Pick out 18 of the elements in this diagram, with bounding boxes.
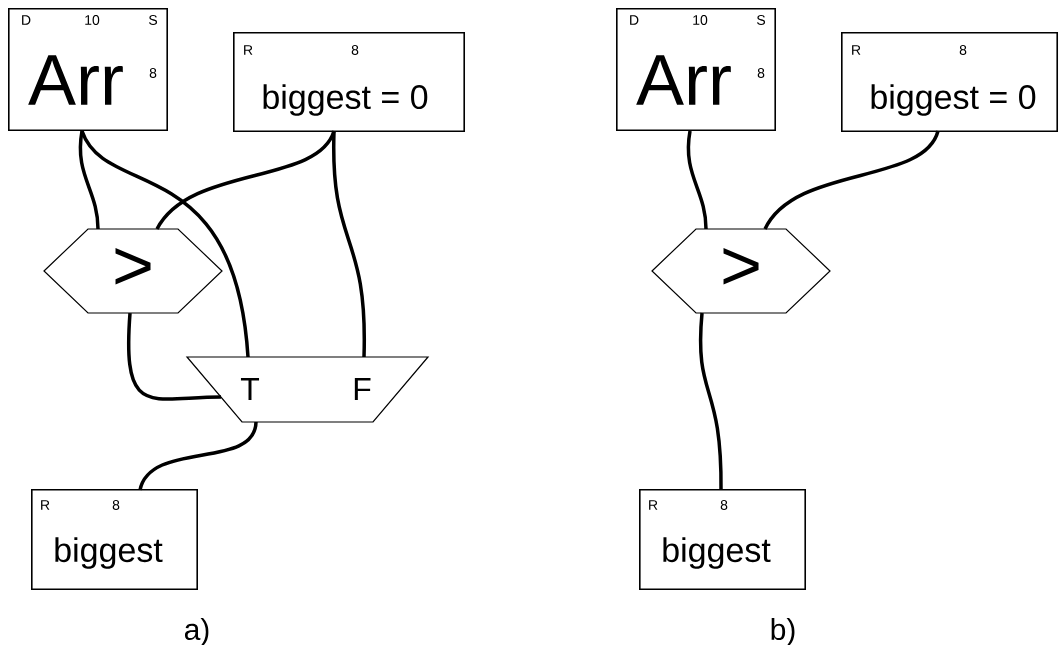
connector-line	[763, 130, 940, 230]
variable-box: D 10 S Arr 8	[616, 8, 776, 131]
connector-line	[80, 130, 250, 358]
connector-line	[127, 312, 222, 401]
variable-box: R 8 biggest	[31, 489, 198, 590]
connector-line	[78, 130, 100, 230]
connector-line	[698, 312, 723, 491]
connector-line	[138, 421, 258, 491]
comparison-hexagon: >	[43, 228, 223, 314]
panel-label: a)	[184, 618, 209, 645]
variable-box: R 8 biggest	[639, 489, 806, 590]
connector-line	[686, 130, 708, 230]
panel-label: b)	[771, 618, 795, 645]
variable-box: D 10 S Arr 8	[8, 8, 168, 131]
variable-box: R 8 biggest = 0	[841, 32, 1058, 132]
variable-box: R 8 biggest = 0	[233, 32, 465, 132]
connector-line	[332, 131, 366, 357]
comparison-hexagon: >	[651, 228, 831, 314]
